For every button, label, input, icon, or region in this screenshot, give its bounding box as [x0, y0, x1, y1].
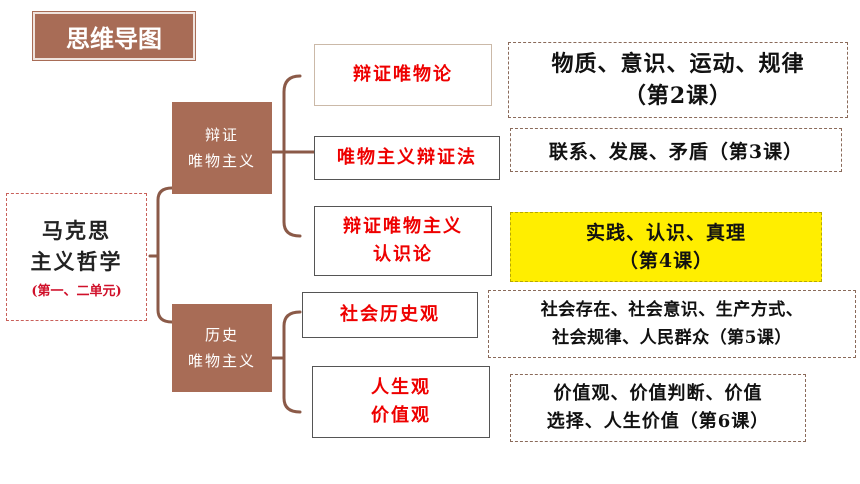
detail-line-2: 选择、人生价值（第6课） [546, 411, 770, 432]
detail-line-1: 实践、认识、真理 [585, 222, 746, 244]
leaf-line-1: 辩证唯物论 [353, 64, 453, 85]
detail-lesson-3: 联系、发展、矛盾（第3课） [510, 128, 842, 172]
detail-lesson-6: 价值观、价值判断、价值 选择、人生价值（第6课） [510, 374, 806, 442]
detail-line-2: （第4课） [618, 250, 714, 272]
root-subtitle: (第一、二单元) [31, 284, 122, 299]
branch-line-2: 唯物主义 [187, 352, 256, 370]
leaf-line-1: 人生观 [371, 377, 431, 398]
page-title: 思维导图 [33, 12, 195, 60]
detail-line-1: 联系、发展、矛盾（第3课） [548, 140, 804, 163]
root-line-1: 马克思 [42, 218, 111, 243]
detail-lesson-5: 社会存在、社会意识、生产方式、 社会规律、人民群众（第5课） [488, 290, 856, 358]
branch-dialectical-materialism: 辩证 唯物主义 [172, 102, 272, 194]
branch-historical-materialism: 历史 唯物主义 [172, 304, 272, 392]
detail-lesson-4: 实践、认识、真理 （第4课） [510, 212, 822, 282]
leaf-line-1: 社会历史观 [340, 304, 440, 325]
leaf-dialectical-materialism-theory: 辩证唯物论 [314, 44, 492, 106]
detail-line-1: 物质、意识、运动、规律 [551, 51, 805, 77]
leaf-line-1: 唯物主义辩证法 [337, 147, 477, 168]
detail-line-1: 社会存在、社会意识、生产方式、 [540, 300, 804, 320]
leaf-line-2: 认识论 [373, 244, 433, 265]
detail-line-1: 价值观、价值判断、价值 [553, 383, 763, 404]
leaf-life-values: 人生观 价值观 [312, 366, 490, 438]
leaf-social-history-view: 社会历史观 [302, 292, 478, 338]
branch-line-2: 唯物主义 [187, 152, 256, 170]
leaf-epistemology: 辩证唯物主义 认识论 [314, 206, 492, 276]
leaf-materialist-dialectics: 唯物主义辩证法 [314, 136, 500, 180]
branch-line-1: 辩证 [204, 126, 239, 144]
root-line-2: 主义哲学 [30, 249, 123, 274]
detail-line-2: （第2课） [623, 83, 733, 109]
detail-lesson-2: 物质、意识、运动、规律 （第2课） [508, 42, 848, 118]
detail-line-2: 社会规律、人民群众（第5课） [552, 328, 792, 348]
leaf-line-2: 价值观 [371, 405, 431, 426]
root-node: 马克思 主义哲学 (第一、二单元) [6, 193, 147, 321]
branch-line-1: 历史 [204, 326, 239, 344]
leaf-line-1: 辩证唯物主义 [343, 216, 463, 237]
